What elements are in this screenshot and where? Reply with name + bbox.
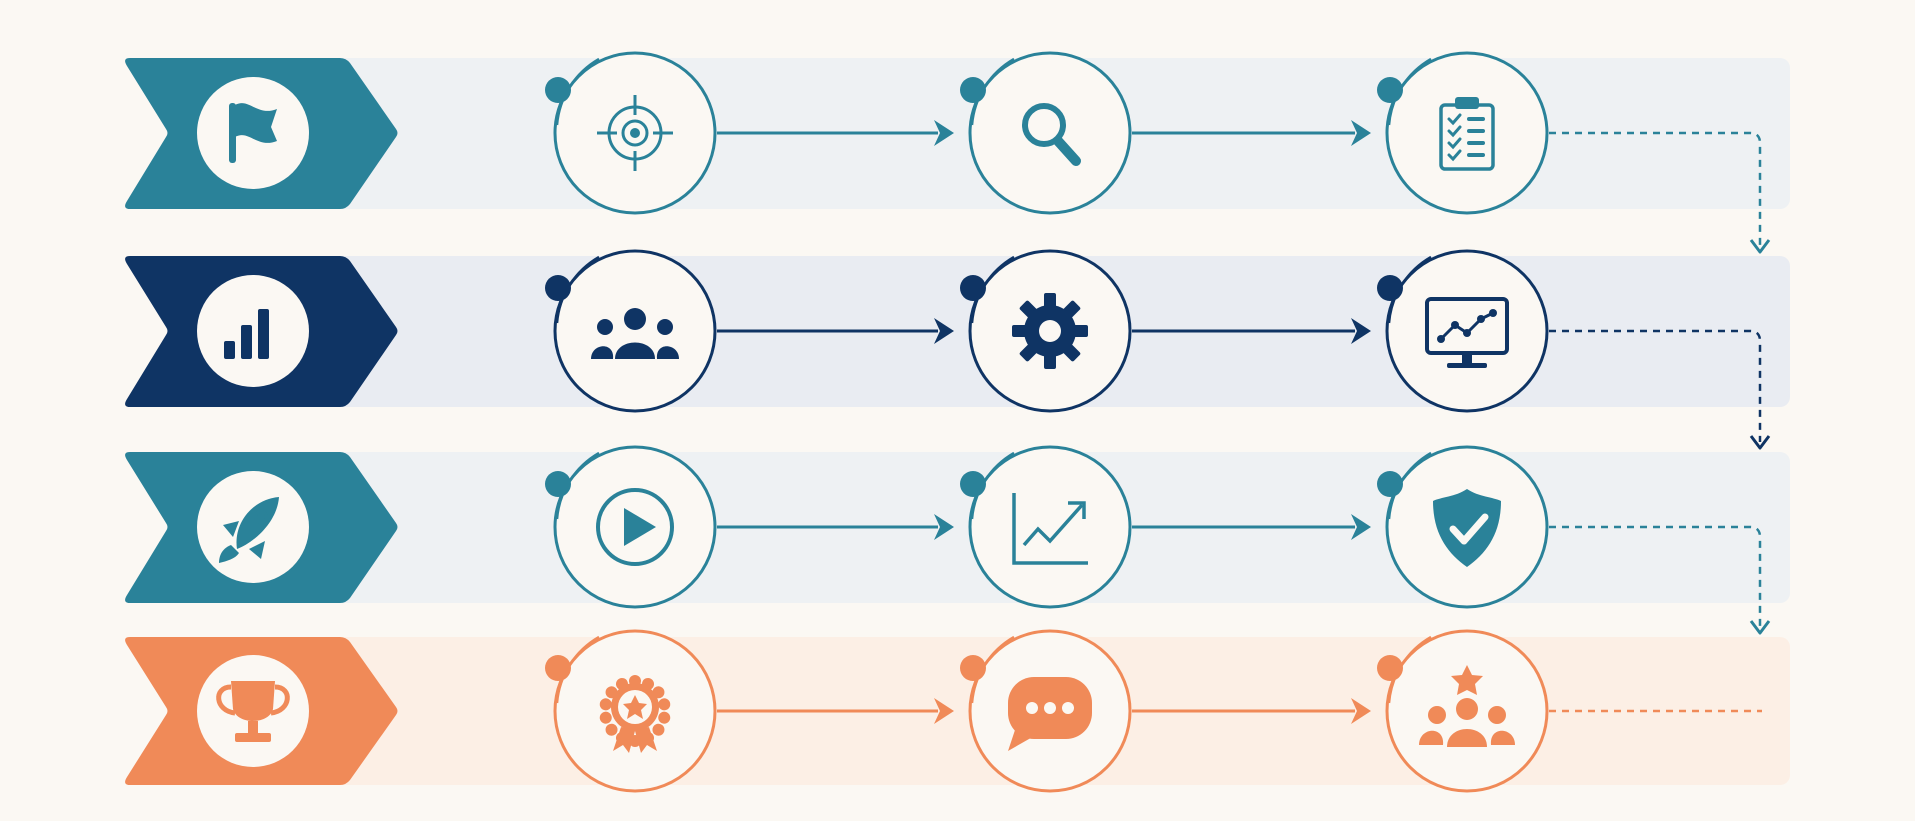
- arrowhead: [1351, 120, 1371, 146]
- step-dot: [545, 275, 571, 301]
- arrowhead: [1351, 514, 1371, 540]
- team-icon: [591, 308, 679, 359]
- step-dot: [960, 655, 986, 681]
- step-dot: [1377, 77, 1403, 103]
- step-node: [960, 51, 1371, 215]
- step-dot: [1377, 655, 1403, 681]
- step-dot: [545, 77, 571, 103]
- row-link-connector: [1549, 329, 1762, 442]
- step-dot: [960, 275, 986, 301]
- arrowhead: [1351, 698, 1371, 724]
- magnifier-icon: [1022, 103, 1081, 166]
- step-circle: [553, 249, 717, 413]
- star-team-icon: [1419, 665, 1515, 747]
- row-link-connector: [1549, 525, 1762, 627]
- play-icon: [596, 488, 674, 566]
- process-row: [125, 249, 1790, 450]
- down-arrow-icon: [1749, 435, 1771, 450]
- arrowhead: [934, 514, 954, 540]
- step-node: [1377, 249, 1549, 413]
- arrowhead: [934, 120, 954, 146]
- trophy-icon: [216, 681, 290, 742]
- process-row: [125, 51, 1790, 254]
- step-node: [545, 629, 954, 793]
- chevron-icon-circle: [197, 275, 309, 387]
- checklist-clipboard-icon: [1439, 97, 1495, 171]
- chat-bubble-icon: [1008, 677, 1092, 751]
- step-dot: [960, 77, 986, 103]
- monitor-chart-icon: [1425, 297, 1509, 368]
- step-node: [545, 445, 954, 609]
- step-node: [1377, 51, 1549, 215]
- process-row: [125, 445, 1790, 635]
- step-dot: [545, 471, 571, 497]
- arrowhead: [934, 318, 954, 344]
- row-link-connector: [1549, 131, 1762, 246]
- process-row: [125, 629, 1790, 793]
- step-node: [545, 249, 954, 413]
- growth-chart-icon: [1012, 493, 1088, 565]
- step-dot: [960, 471, 986, 497]
- step-circle: [968, 445, 1132, 609]
- bar-chart-icon: [224, 309, 269, 359]
- flag-icon: [229, 103, 277, 163]
- shield-check-icon: [1433, 489, 1501, 567]
- step-node: [960, 249, 1371, 413]
- rocket-icon: [219, 497, 279, 563]
- step-node: [1377, 445, 1549, 609]
- step-node: [545, 51, 954, 215]
- step-circle: [968, 51, 1132, 215]
- down-arrow-icon: [1749, 239, 1771, 254]
- step-circle: [1385, 51, 1549, 215]
- step-dot: [1377, 471, 1403, 497]
- gear-icon: [1012, 293, 1088, 369]
- step-dot: [545, 655, 571, 681]
- step-dot: [1377, 275, 1403, 301]
- arrowhead: [934, 698, 954, 724]
- target-icon: [597, 95, 673, 171]
- step-node: [960, 445, 1371, 609]
- step-node: [960, 629, 1371, 793]
- down-arrow-icon: [1749, 620, 1771, 635]
- step-node: [1377, 629, 1549, 793]
- arrowhead: [1351, 318, 1371, 344]
- award-badge-icon: [599, 675, 671, 753]
